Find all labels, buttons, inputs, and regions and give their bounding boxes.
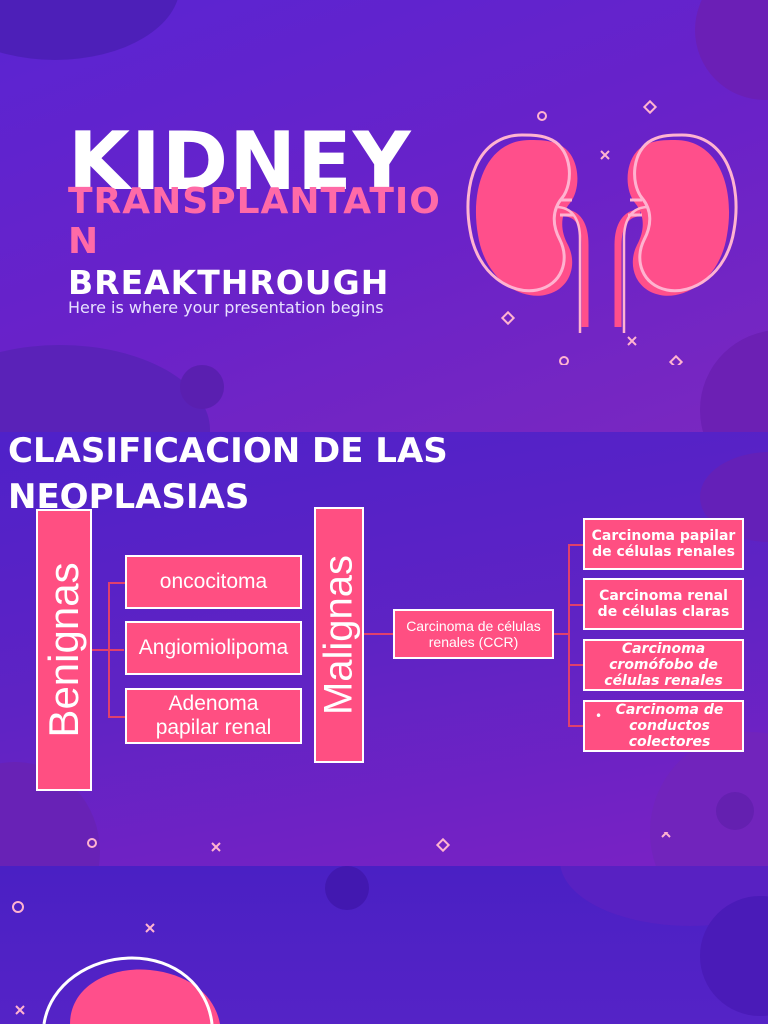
connector-line — [568, 725, 584, 727]
malignant-label-box: Malignas — [314, 507, 364, 763]
benign-item-angiomiolipoma: Angiomiolipoma — [125, 621, 302, 675]
ccr-box: Carcinoma de células renales (CCR) — [393, 609, 554, 659]
malignant-item-conductos-label: Carcinoma de conductos colectores — [615, 702, 724, 750]
malignant-item-conductos: • Carcinoma de conductos colectores — [583, 700, 744, 752]
kidney-illustration-icon — [466, 99, 738, 365]
connector-line — [108, 582, 126, 584]
bullet-icon: • — [595, 709, 603, 723]
connector-line — [568, 664, 584, 666]
benign-item-oncocitoma: oncocitoma — [125, 555, 302, 609]
benign-label: Benignas — [40, 562, 87, 738]
title-transplantation: TRANSPLANTATION — [68, 181, 441, 262]
benign-item-adenoma: Adenoma papilar renal — [125, 688, 302, 744]
malignant-item-cromofobo: Carcinoma cromófobo de células renales — [583, 639, 744, 691]
decorative-blob — [716, 792, 754, 830]
partial-slide — [0, 866, 768, 1024]
connector-line — [568, 544, 570, 726]
connector-line — [568, 604, 584, 606]
connector-line — [554, 633, 568, 635]
decorative-blob — [180, 365, 224, 409]
connector-line — [108, 716, 126, 718]
subtitle: Here is where your presentation begins — [68, 298, 384, 317]
connector-line — [108, 582, 110, 717]
malignant-label: Malignas — [316, 554, 361, 716]
classification-slide: CLASIFICACION DE LAS NEOPLASIAS Benignas… — [0, 432, 768, 866]
sparkle-icon — [87, 832, 671, 853]
title-slide: KIDNEY TRANSPLANTATION BREAKTHROUGH Here… — [0, 0, 768, 432]
decorative-blob — [0, 345, 210, 432]
decorative-blob — [695, 0, 768, 100]
title-breakthrough: BREAKTHROUGH — [68, 263, 390, 302]
decorative-blob — [325, 866, 369, 910]
slide-heading: CLASIFICACION DE LAS NEOPLASIAS — [8, 432, 448, 517]
benign-label-box: Benignas — [36, 509, 92, 791]
malignant-item-celulas-claras: Carcinoma renal de células claras — [583, 578, 744, 630]
decorative-blob — [0, 0, 180, 60]
connector-line — [364, 633, 394, 635]
connector-line — [568, 544, 584, 546]
title-kidney: KIDNEY — [68, 115, 412, 208]
kidney-illustration-icon — [12, 901, 220, 1024]
malignant-item-papilar: Carcinoma papilar de células renales — [583, 518, 744, 570]
